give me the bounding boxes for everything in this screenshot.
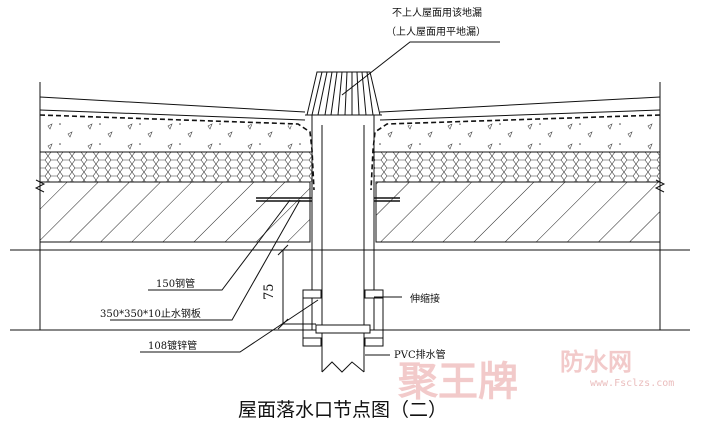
waterproof-membrane bbox=[39, 114, 661, 191]
concrete-slab bbox=[10, 181, 690, 331]
label-pvc-pipe: PVC排水管 bbox=[394, 348, 446, 361]
watermark: 聚王牌 防水网 www.Fsclzs.com bbox=[397, 348, 674, 405]
label-steel-pipe: 150钢管 bbox=[156, 277, 195, 290]
watermark-brand: 聚王牌 bbox=[397, 359, 518, 405]
label-galv-pipe: 108镀锌管 bbox=[148, 339, 197, 352]
label-expansion: 伸缩接 bbox=[410, 292, 440, 305]
label-top-line1: 不上人屋面用该地漏 bbox=[392, 6, 482, 19]
watermark-url: www.Fsclzs.com bbox=[590, 378, 674, 389]
label-water-plate: 350*350*10止水钢板 bbox=[100, 307, 201, 320]
dimension-line bbox=[277, 244, 316, 330]
watermark-sub: 防水网 bbox=[560, 348, 632, 376]
insulation-layer bbox=[40, 151, 660, 182]
leader-lines bbox=[110, 41, 500, 356]
diagram-title: 屋面落水口节点图（二） bbox=[238, 399, 447, 421]
label-top-line2: （上人屋面用平地漏） bbox=[386, 25, 486, 38]
water-stop-plate bbox=[256, 197, 400, 202]
concrete-layer bbox=[40, 117, 660, 152]
expansion-joint bbox=[302, 289, 384, 347]
break-marks bbox=[34, 179, 666, 193]
dimension-label: 75 bbox=[262, 283, 277, 300]
